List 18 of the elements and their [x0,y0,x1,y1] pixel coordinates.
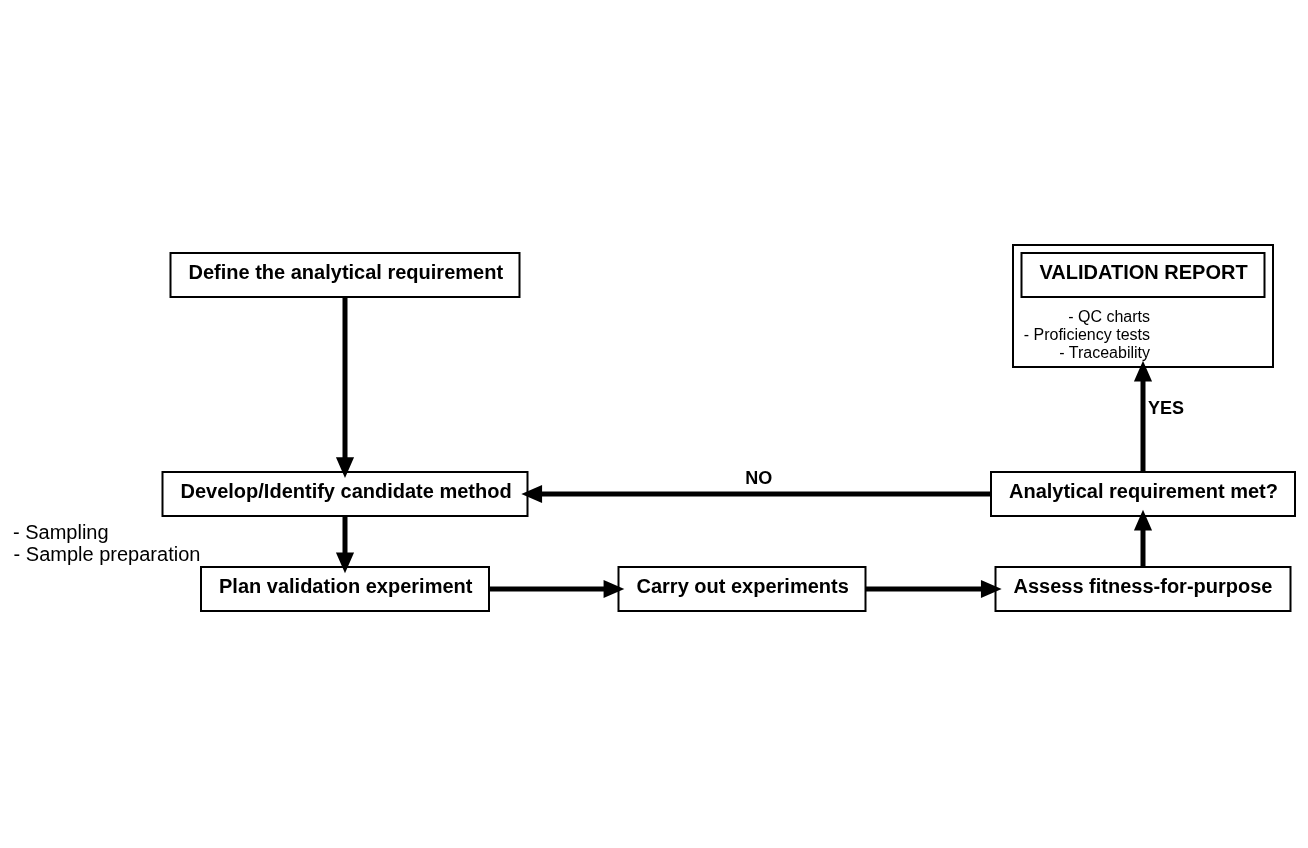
node-box: Assess fitness-for-purpose [994,566,1292,612]
node-box: Carry out experiments [617,566,867,612]
node-box: VALIDATION REPORT [1020,252,1266,298]
arrow [335,297,355,478]
node-box: Define the analytical requirement [169,252,521,298]
edge-label: YES [1148,398,1185,419]
node-box: Develop/Identify candidate method [161,471,529,517]
node-box: Plan validation experiment [200,566,490,612]
arrow [489,579,625,599]
edge-label: NO [745,468,773,489]
node-label: - Sample preparation [13,543,201,565]
arrow [1133,509,1153,567]
arrow [1133,360,1153,472]
node-box: Analytical requirement met? [990,471,1296,517]
arrow [865,579,1002,599]
node-label: - Sampling [13,521,109,543]
arrow [335,516,355,574]
arrow [521,484,991,504]
